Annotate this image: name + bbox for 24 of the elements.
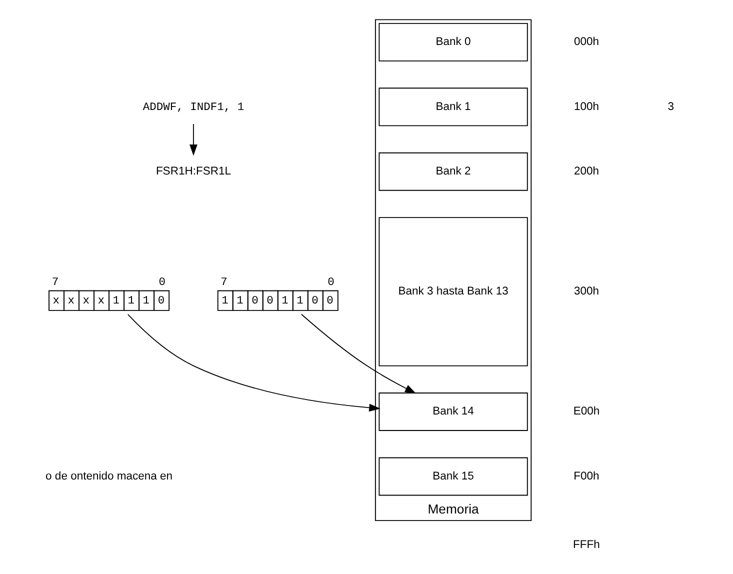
node-box: Bank 1 [378, 88, 528, 126]
node-box: Bank 2 [378, 152, 528, 191]
node-label: 7 [51, 276, 58, 289]
label: 000h [573, 36, 599, 48]
label: E00h [572, 406, 600, 418]
label: 100h [573, 100, 599, 113]
arrow [126, 314, 380, 412]
label: 3 [667, 100, 674, 113]
arrow [300, 314, 416, 394]
label: 300h [573, 286, 599, 298]
node-box: Bank 0 [378, 22, 528, 62]
node-label: 7 [220, 276, 227, 289]
label: 200h [573, 166, 599, 178]
arrow [189, 124, 197, 156]
node-text: FSR1H:FSR1L [155, 166, 230, 178]
label: F00h [573, 470, 599, 482]
node-box: Bank 3 hasta Bank 13 [378, 217, 528, 366]
node-label: 0 [158, 276, 166, 289]
label: o de ontenido macena en [45, 470, 172, 482]
label: FFFh [572, 538, 600, 551]
node-box: Bank 14 [378, 392, 528, 431]
node-text: ADDWF, INDF1, 1 [142, 102, 244, 114]
node-label: 0 [327, 276, 334, 289]
node-box: Bank 15 [378, 457, 528, 496]
